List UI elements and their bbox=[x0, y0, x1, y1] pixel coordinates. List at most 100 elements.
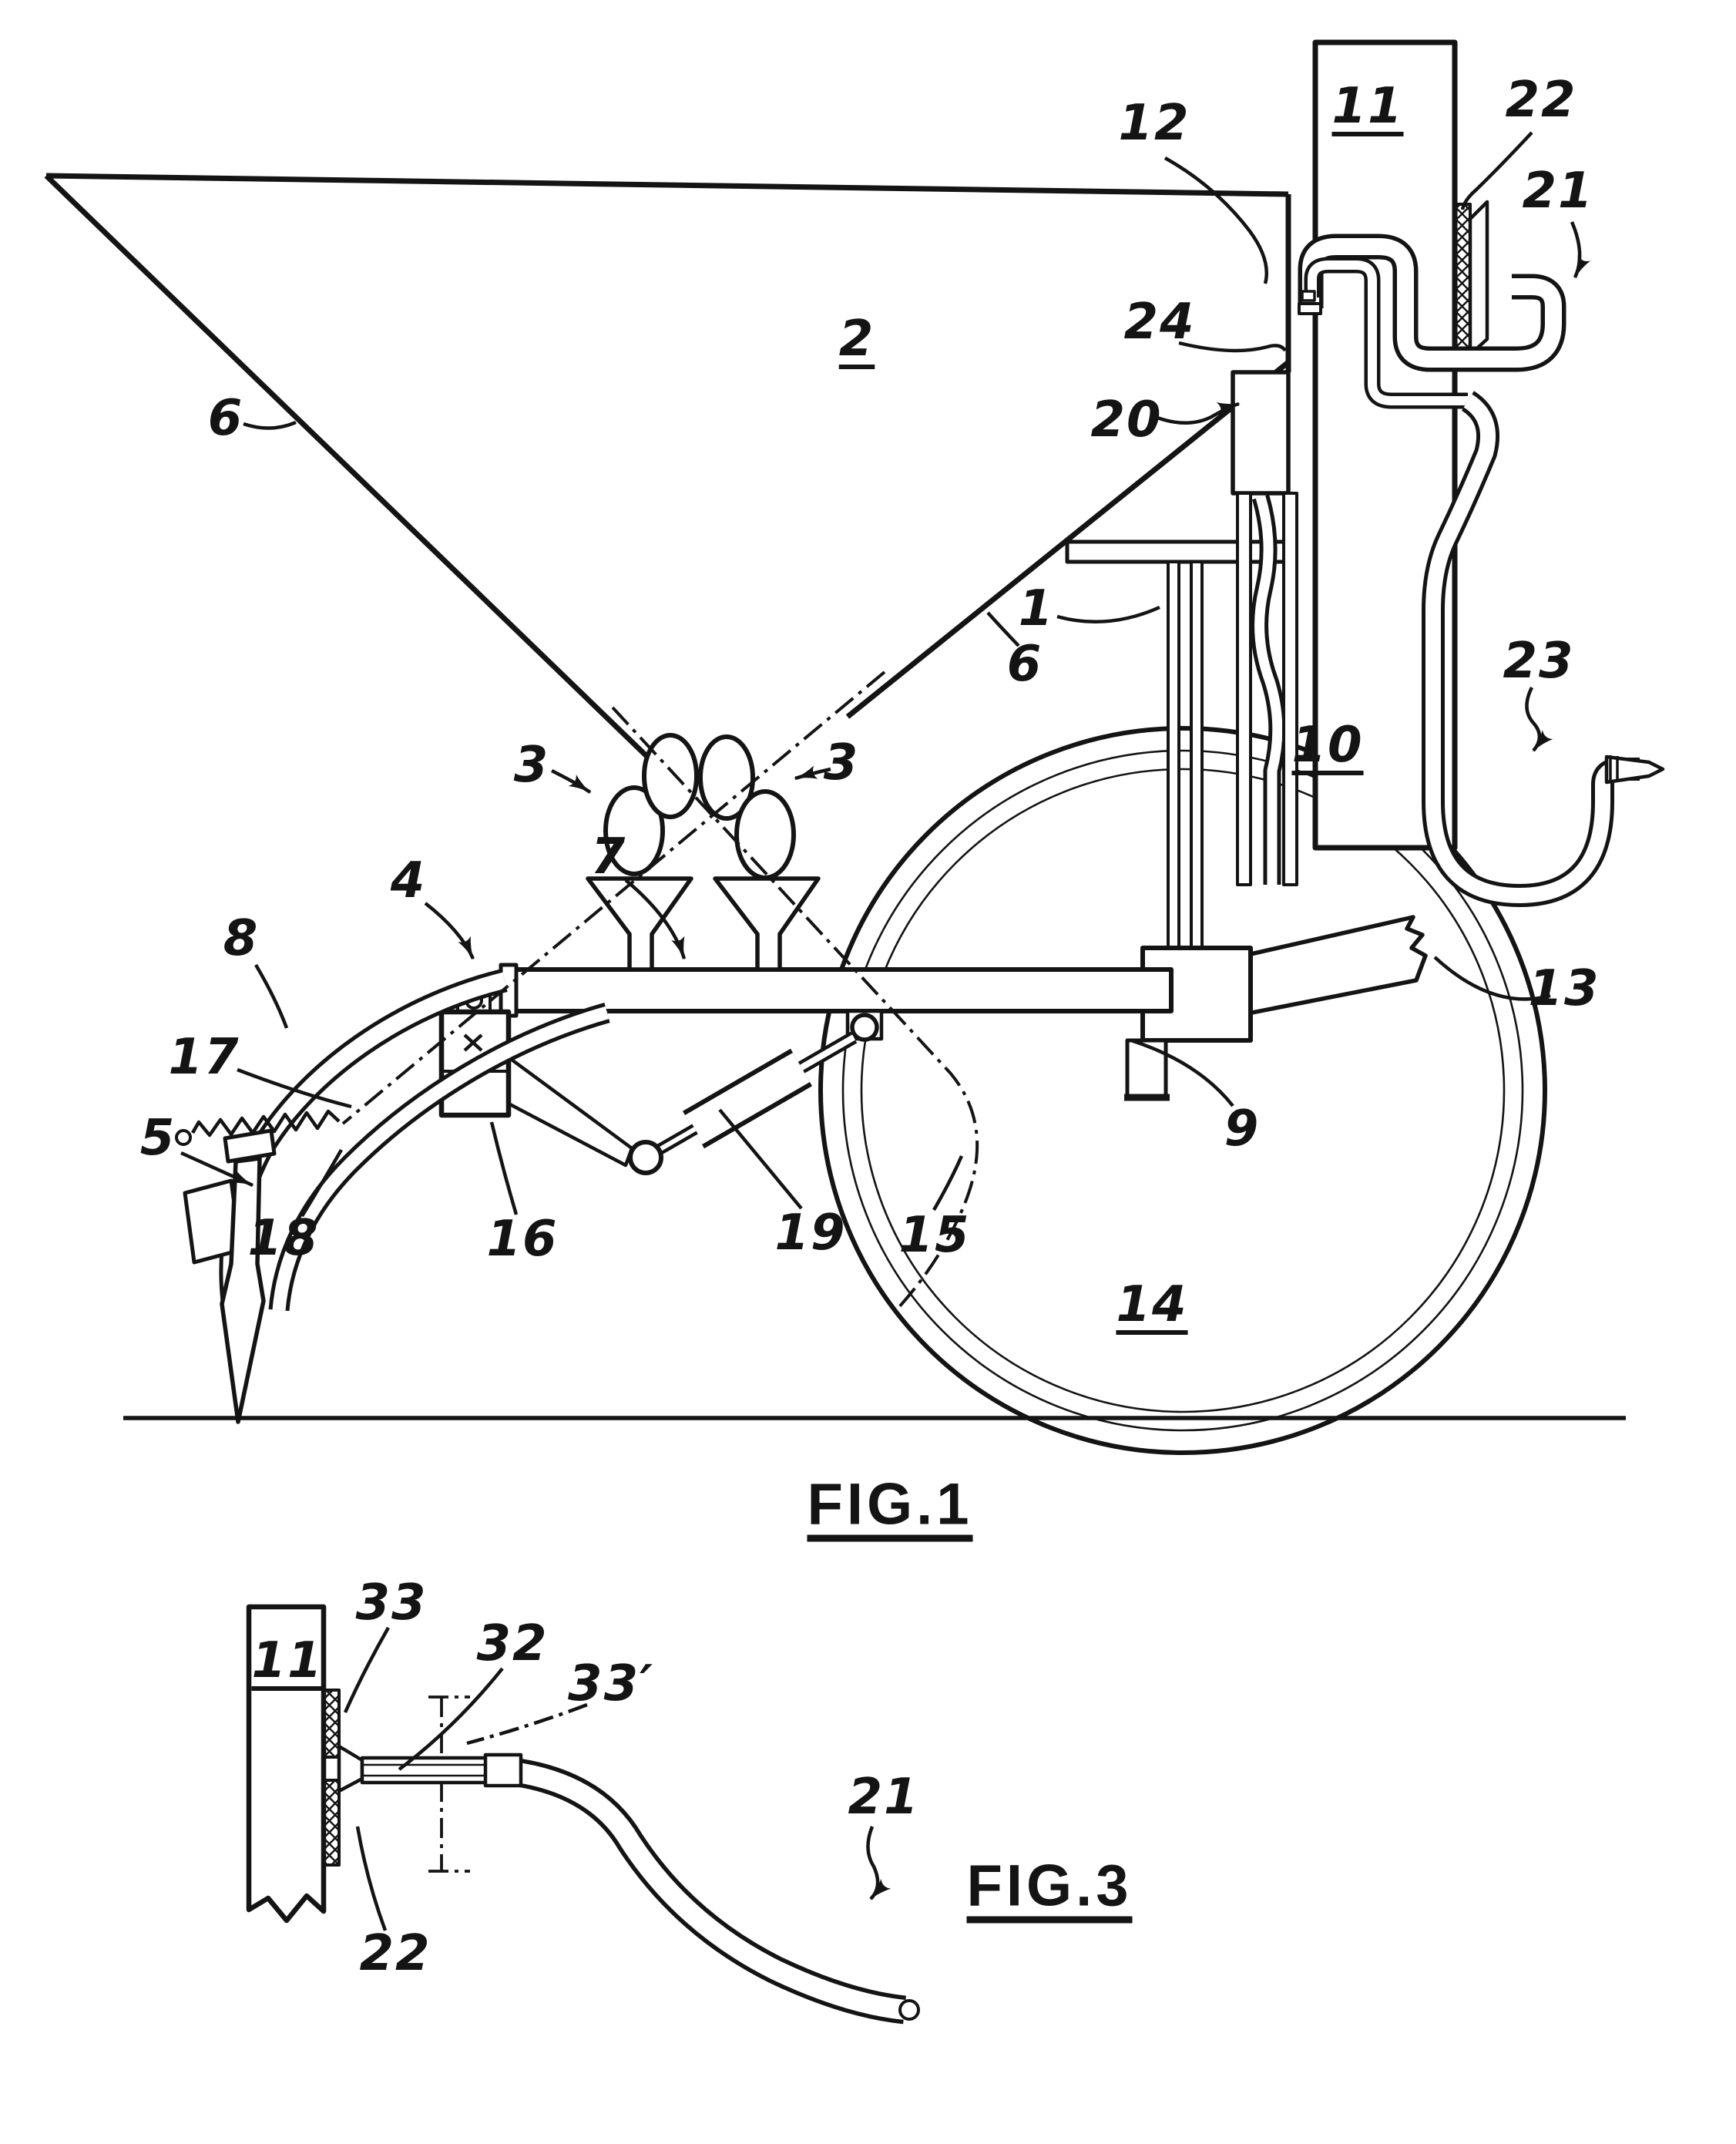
bracket-post bbox=[1125, 1038, 1168, 1100]
ref-label-8: 8 bbox=[223, 910, 260, 967]
hopper-outline bbox=[44, 173, 1291, 800]
leader-lines-fig1 bbox=[180, 131, 1590, 1218]
wheel-disc-outer bbox=[841, 749, 1524, 1432]
frame-bar bbox=[499, 963, 1174, 1018]
ref-label-18: 18 bbox=[247, 1210, 320, 1267]
pivot-ring bbox=[850, 1013, 879, 1042]
leader-5 bbox=[180, 1151, 254, 1188]
ref-label-21: 21 bbox=[1522, 163, 1594, 220]
ref-label-16: 16 bbox=[486, 1211, 559, 1268]
seed-funnels bbox=[586, 733, 821, 972]
ref-label-22: 22 bbox=[1505, 72, 1577, 129]
tube-nipple bbox=[1298, 302, 1322, 315]
leader-24 bbox=[1178, 341, 1287, 353]
fig3-strip-upper bbox=[322, 1689, 341, 1759]
fig3-backplate bbox=[246, 1604, 327, 1924]
ref-label-7: 7 bbox=[590, 828, 627, 885]
air-tubes bbox=[1298, 234, 1566, 409]
fig3-hose bbox=[498, 1756, 907, 2025]
spring-ring bbox=[175, 1129, 192, 1146]
ref-label-20: 20 bbox=[1090, 391, 1163, 449]
leader-23 bbox=[1525, 686, 1553, 752]
seed-potato bbox=[642, 733, 699, 819]
fig3-strip-lower bbox=[322, 1779, 341, 1867]
ref-label-14: 14 bbox=[1116, 1276, 1188, 1333]
support-post-front bbox=[1167, 560, 1180, 971]
wheel-disc-inner bbox=[860, 768, 1506, 1413]
ref-label-17: 17 bbox=[168, 1029, 240, 1086]
ref-label-2: 2 bbox=[838, 311, 875, 368]
support-post-rear bbox=[1190, 560, 1204, 971]
leader-18 bbox=[301, 1148, 343, 1218]
leader-22-fig3 bbox=[355, 1826, 388, 1931]
opener-clamp bbox=[223, 1128, 277, 1164]
friction-strip-assembly bbox=[1453, 200, 1489, 357]
leader-3-right bbox=[794, 765, 831, 781]
outlet-leg-right bbox=[1282, 492, 1298, 886]
seed-funnel-right bbox=[713, 876, 821, 972]
hitch-assembly bbox=[1124, 915, 1428, 1101]
ref-label-24: 24 bbox=[1123, 294, 1196, 351]
link-arm bbox=[506, 1055, 634, 1168]
blow-nozzle bbox=[1604, 754, 1665, 785]
ref-label-3: 3 bbox=[513, 737, 550, 794]
ref-label-6: 6 bbox=[207, 390, 244, 447]
blow-hose bbox=[1422, 391, 1665, 907]
friction-strip bbox=[1453, 203, 1472, 354]
leader-6-left bbox=[243, 420, 297, 430]
figure3-caption: FIG.3 bbox=[966, 1853, 1133, 1919]
tension-spring bbox=[175, 1109, 341, 1146]
seed-potato bbox=[734, 789, 796, 880]
outlet-assembly bbox=[1231, 370, 1298, 886]
leader-3-left bbox=[550, 768, 592, 794]
fig3-assembly bbox=[246, 1604, 920, 2025]
leader-21 bbox=[1570, 221, 1590, 279]
seed-wheel bbox=[818, 726, 1547, 1455]
fig3-bracket-dashdot bbox=[428, 1695, 470, 1873]
leader-20 bbox=[1157, 402, 1241, 425]
leader-4 bbox=[424, 902, 475, 960]
fig3-label-32: 32 bbox=[476, 1615, 549, 1672]
fig3-tube bbox=[360, 1756, 492, 1785]
leader-1 bbox=[1056, 605, 1160, 623]
strip-backing bbox=[1468, 200, 1489, 357]
fig3-label-21: 21 bbox=[848, 1769, 920, 1826]
leader-17 bbox=[237, 1067, 352, 1109]
backplate bbox=[1312, 39, 1458, 851]
ref-label-5: 5 bbox=[139, 1110, 176, 1167]
leader-9 bbox=[1130, 1038, 1234, 1107]
leader-12 bbox=[1163, 156, 1269, 284]
leader-33p bbox=[466, 1702, 588, 1746]
leader-22 bbox=[1460, 131, 1533, 210]
fig3-label-11: 11 bbox=[251, 1632, 324, 1689]
seed-potato bbox=[603, 785, 665, 876]
fig3-label-22: 22 bbox=[359, 1925, 431, 1982]
ref-label-10: 10 bbox=[1291, 717, 1364, 774]
control-box-x bbox=[463, 1033, 483, 1052]
figure1-caption: FIG.1 bbox=[807, 1471, 973, 1537]
leader-19 bbox=[718, 1108, 803, 1210]
support-ledge bbox=[1065, 539, 1291, 564]
ref-label-15: 15 bbox=[898, 1207, 971, 1264]
leader-32 bbox=[398, 1667, 504, 1771]
ref-label-12: 12 bbox=[1118, 95, 1190, 152]
leader-33 bbox=[343, 1626, 390, 1713]
leader-8 bbox=[254, 963, 289, 1029]
ref-label-13: 13 bbox=[1528, 960, 1600, 1017]
ref-label-4: 4 bbox=[390, 852, 427, 909]
leader-21-fig3 bbox=[866, 1826, 892, 1900]
leader-7 bbox=[624, 879, 687, 960]
cylinder-eye bbox=[628, 1140, 663, 1175]
leader-6-right bbox=[986, 611, 1020, 647]
ref-label-19: 19 bbox=[774, 1205, 847, 1262]
fig3-label-33p: 33′ bbox=[568, 1655, 654, 1712]
trajectory-line-2 bbox=[341, 670, 886, 1125]
leader-lines-fig3 bbox=[343, 1626, 892, 1931]
ref-label-3b: 3 bbox=[823, 734, 860, 791]
furrow-opener bbox=[183, 1128, 277, 1424]
fig3-label-33: 33 bbox=[355, 1574, 428, 1632]
fig3-hose-collar bbox=[483, 1753, 523, 1788]
leader-15 bbox=[932, 1155, 964, 1211]
